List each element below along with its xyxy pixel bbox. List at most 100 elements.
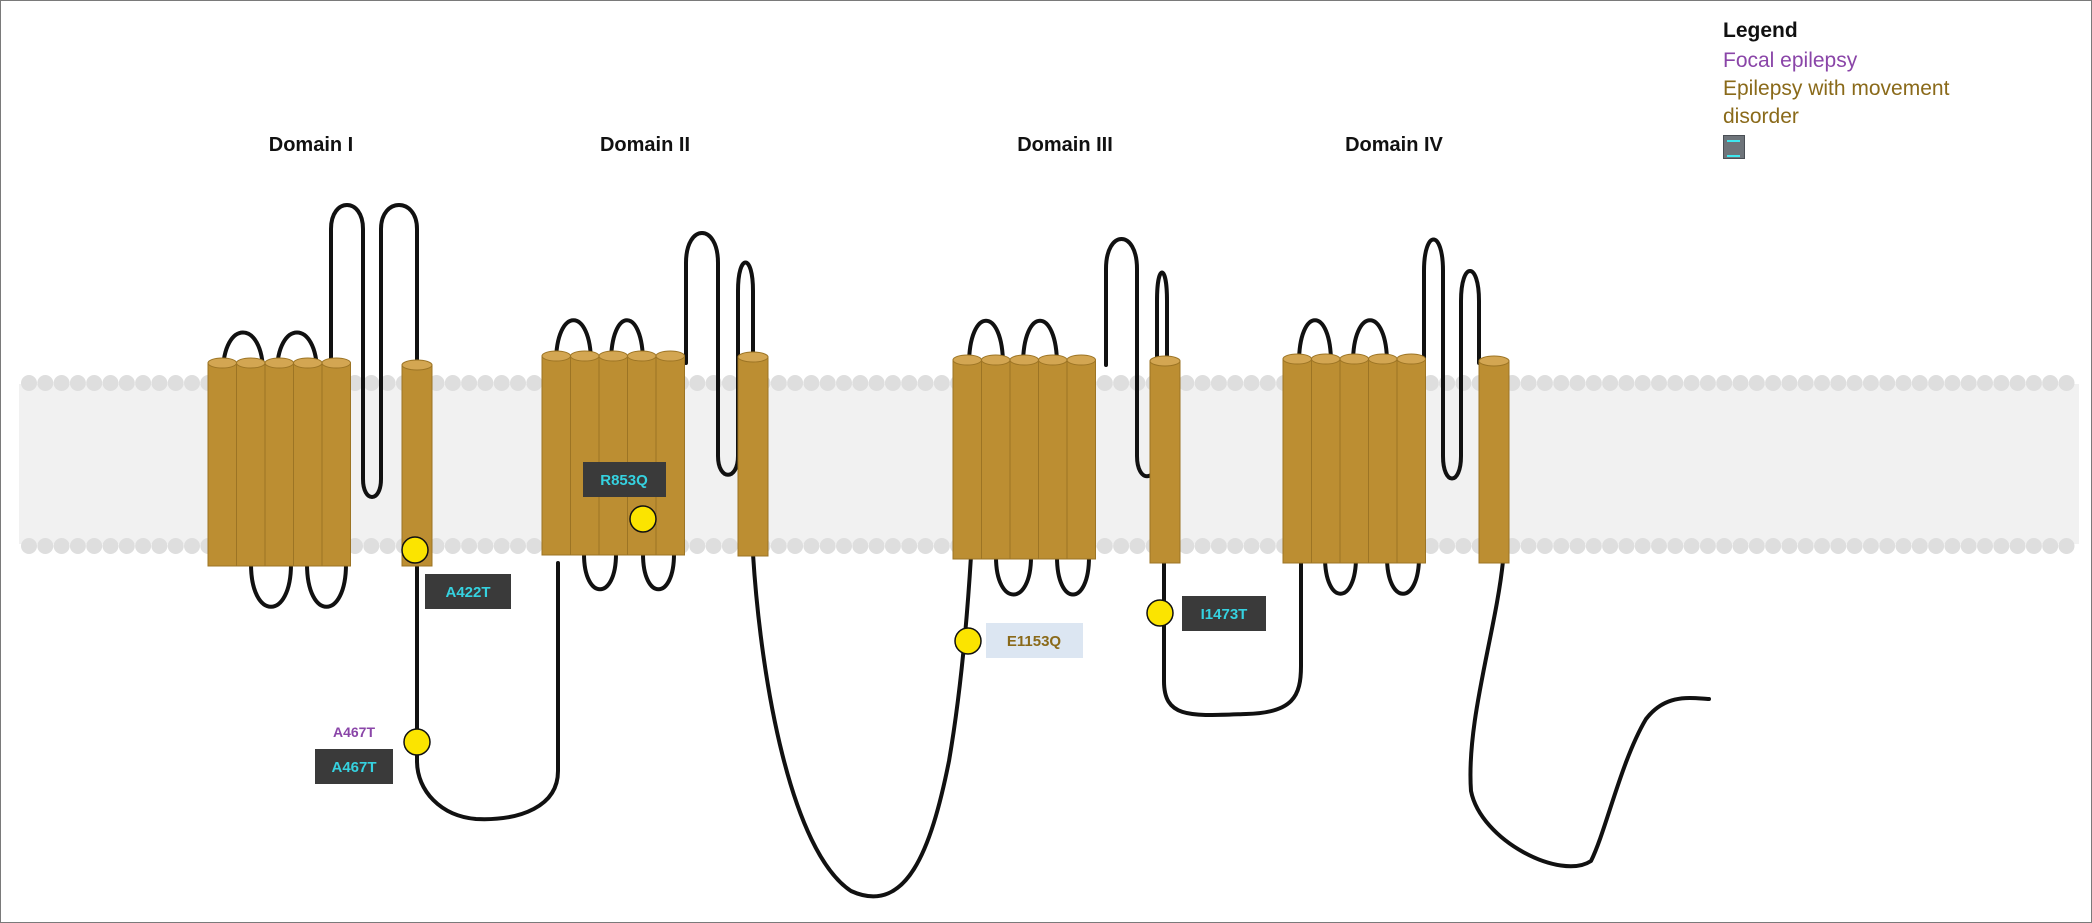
lipid-head: [167, 375, 184, 391]
helix-cap: [981, 354, 1011, 366]
helix-d4-s6: [1478, 355, 1510, 564]
lipid-head: [1096, 375, 1113, 391]
loop-d4-pore: [1422, 237, 1481, 481]
lipid-head: [1227, 538, 1244, 554]
lipid-head: [1178, 375, 1195, 391]
loop-d4-s4s5: [1385, 555, 1421, 596]
lipid-head: [69, 375, 86, 391]
lipid-head: [1585, 375, 1602, 391]
lipid-head: [1667, 538, 1684, 554]
loop-d3-s3s4: [1021, 319, 1059, 367]
lipid-head: [1928, 375, 1945, 391]
lipid-head: [1634, 375, 1651, 391]
loop-d3-s4s5: [1055, 555, 1091, 597]
lipid-head: [836, 538, 852, 554]
helix-cap: [952, 354, 982, 366]
badge-text: I1473T: [1201, 606, 1248, 623]
lipid-head: [1536, 375, 1553, 391]
lipid-head: [493, 538, 510, 554]
lipid-head: [1536, 538, 1553, 554]
lipid-head: [1977, 375, 1993, 391]
lipid-head: [1814, 375, 1830, 391]
domain-title-ii: Domain II: [600, 134, 690, 156]
lipid-head: [1243, 538, 1260, 554]
lipid-head: [1602, 538, 1619, 554]
lipid-head: [1862, 375, 1879, 391]
lipid-head: [1862, 538, 1879, 554]
lipid-head: [1748, 538, 1765, 554]
lipid-head: [1781, 538, 1798, 554]
loop-d1-s2s3: [249, 562, 293, 609]
variant-badge-e1153q: E1153Q: [986, 623, 1083, 658]
variant-badge-a467t: A467T: [315, 749, 393, 784]
lipid-head: [1569, 375, 1586, 391]
lipid-head: [1911, 538, 1928, 554]
lipid-head: [1422, 538, 1439, 554]
lipid-head: [1765, 538, 1782, 554]
helix-cap: [1009, 354, 1039, 366]
helix-body: [264, 362, 294, 567]
loop-d1-s3s4: [275, 330, 319, 375]
helix-d4-s2: [1311, 353, 1341, 564]
lipid-head: [2042, 538, 2059, 554]
mutation-markers: [401, 505, 1174, 756]
lipid-head: [1797, 538, 1814, 554]
lipid-head: [444, 538, 461, 554]
lipid-head: [689, 375, 706, 391]
lipid-head: [461, 375, 478, 391]
helix-body: [541, 355, 571, 556]
helix-cap: [1311, 353, 1341, 365]
lipid-head: [184, 375, 200, 391]
lipid-head: [1259, 375, 1276, 391]
helix-d3-s5: [1066, 354, 1096, 560]
lipid-head: [901, 538, 918, 554]
helix-cap: [1282, 353, 1312, 365]
lipid-head: [379, 375, 396, 391]
variant-badge-i1473t: I1473T: [1182, 596, 1266, 631]
legend-swatch-icon: [1723, 135, 1745, 159]
lipid-head: [167, 538, 184, 554]
lipid-head: [184, 538, 200, 554]
lipid-head: [1520, 375, 1537, 391]
lipid-head: [1830, 538, 1847, 554]
helix-cap: [598, 350, 628, 362]
helix-cap: [541, 350, 571, 362]
helix-d3-s2: [981, 354, 1011, 560]
loop-d2-s3s4: [609, 318, 645, 365]
mutation-dot-a467t: [403, 728, 431, 756]
helix-d4-s3: [1339, 353, 1369, 564]
lipid-head: [1683, 375, 1700, 391]
lipid-head: [118, 538, 135, 554]
lipid-head: [1227, 375, 1244, 391]
badge-text: A422T: [445, 584, 490, 601]
lipid-head: [477, 538, 494, 554]
lipid-head: [1618, 538, 1635, 554]
helix-body: [1368, 358, 1398, 564]
lipid-head: [526, 538, 543, 554]
lipid-head: [118, 375, 135, 391]
transmembrane-helices: [207, 350, 1510, 567]
lipid-head: [1846, 375, 1863, 391]
lipid-head: [1993, 375, 2010, 391]
lipid-head: [2025, 375, 2042, 391]
protein-backbone: [221, 203, 1711, 899]
lipid-head: [2025, 538, 2042, 554]
helix-d1-s4: [293, 357, 323, 567]
lipid-head: [689, 538, 706, 554]
mutation-dot-e1153q: [954, 627, 982, 655]
lipid-head: [1879, 538, 1896, 554]
lipid-head: [363, 538, 380, 554]
lipid-head: [1879, 375, 1896, 391]
lipid-head: [2058, 538, 2075, 554]
lipid-head: [1243, 375, 1260, 391]
helix-cap: [1066, 354, 1096, 366]
helix-d3-s6: [1149, 355, 1181, 564]
mutation-dot-r853q: [629, 505, 657, 533]
lipid-head: [1439, 538, 1456, 554]
helix-body: [293, 362, 323, 567]
lipid-head: [69, 538, 86, 554]
lipid-head: [1569, 538, 1586, 554]
helix-cap: [1038, 354, 1068, 366]
helix-cap: [737, 351, 769, 363]
helix-d4-s4: [1368, 353, 1398, 564]
